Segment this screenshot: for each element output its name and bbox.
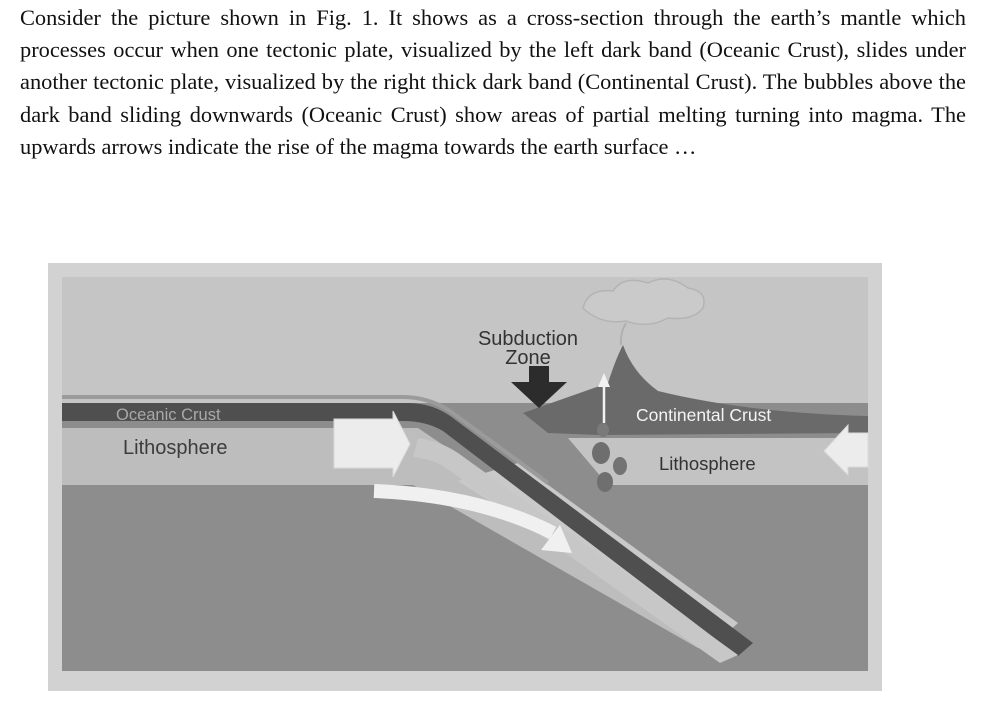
subduction-zone-label-line1: Subduction (478, 328, 578, 350)
mantle-flow-arrow-icon (541, 525, 572, 553)
lithosphere-right-label: Lithosphere (659, 453, 756, 474)
slab-light-stripe (413, 438, 738, 663)
mantle-flow-arrow-shaft (373, 484, 557, 540)
left-plate-motion-arrow-icon (333, 410, 411, 478)
subduction-arrow-shaft (529, 366, 549, 383)
intro-paragraph: Consider the picture shown in Fig. 1. It… (20, 5, 966, 159)
subduction-diagram: Subduction Zone Oceanic Crust Lithospher… (48, 263, 882, 691)
subduction-zone-label-line2: Zone (505, 347, 551, 369)
subduction-arrow-icon (511, 382, 567, 408)
lithosphere-left-label: Lithosphere (123, 437, 228, 459)
magma-bubble (597, 423, 609, 437)
magma-bubble (613, 457, 627, 475)
continental-crust-label: Continental Crust (636, 405, 771, 425)
right-lithosphere (568, 438, 868, 485)
magma-bubble (592, 442, 610, 464)
sky-area (62, 277, 868, 403)
continental-crust (523, 345, 868, 435)
oceanic-crust-surface (62, 395, 550, 485)
volcano-plume (619, 322, 627, 346)
oceanic-crust-label: Oceanic Crust (116, 406, 221, 424)
subduction-figure: Subduction Zone Oceanic Crust Lithospher… (48, 263, 882, 691)
magma-bubble (597, 472, 613, 492)
right-plate-motion-arrow-icon (823, 423, 869, 477)
magma-rise-arrow-icon (598, 373, 610, 387)
volcanic-cloud (582, 278, 705, 326)
